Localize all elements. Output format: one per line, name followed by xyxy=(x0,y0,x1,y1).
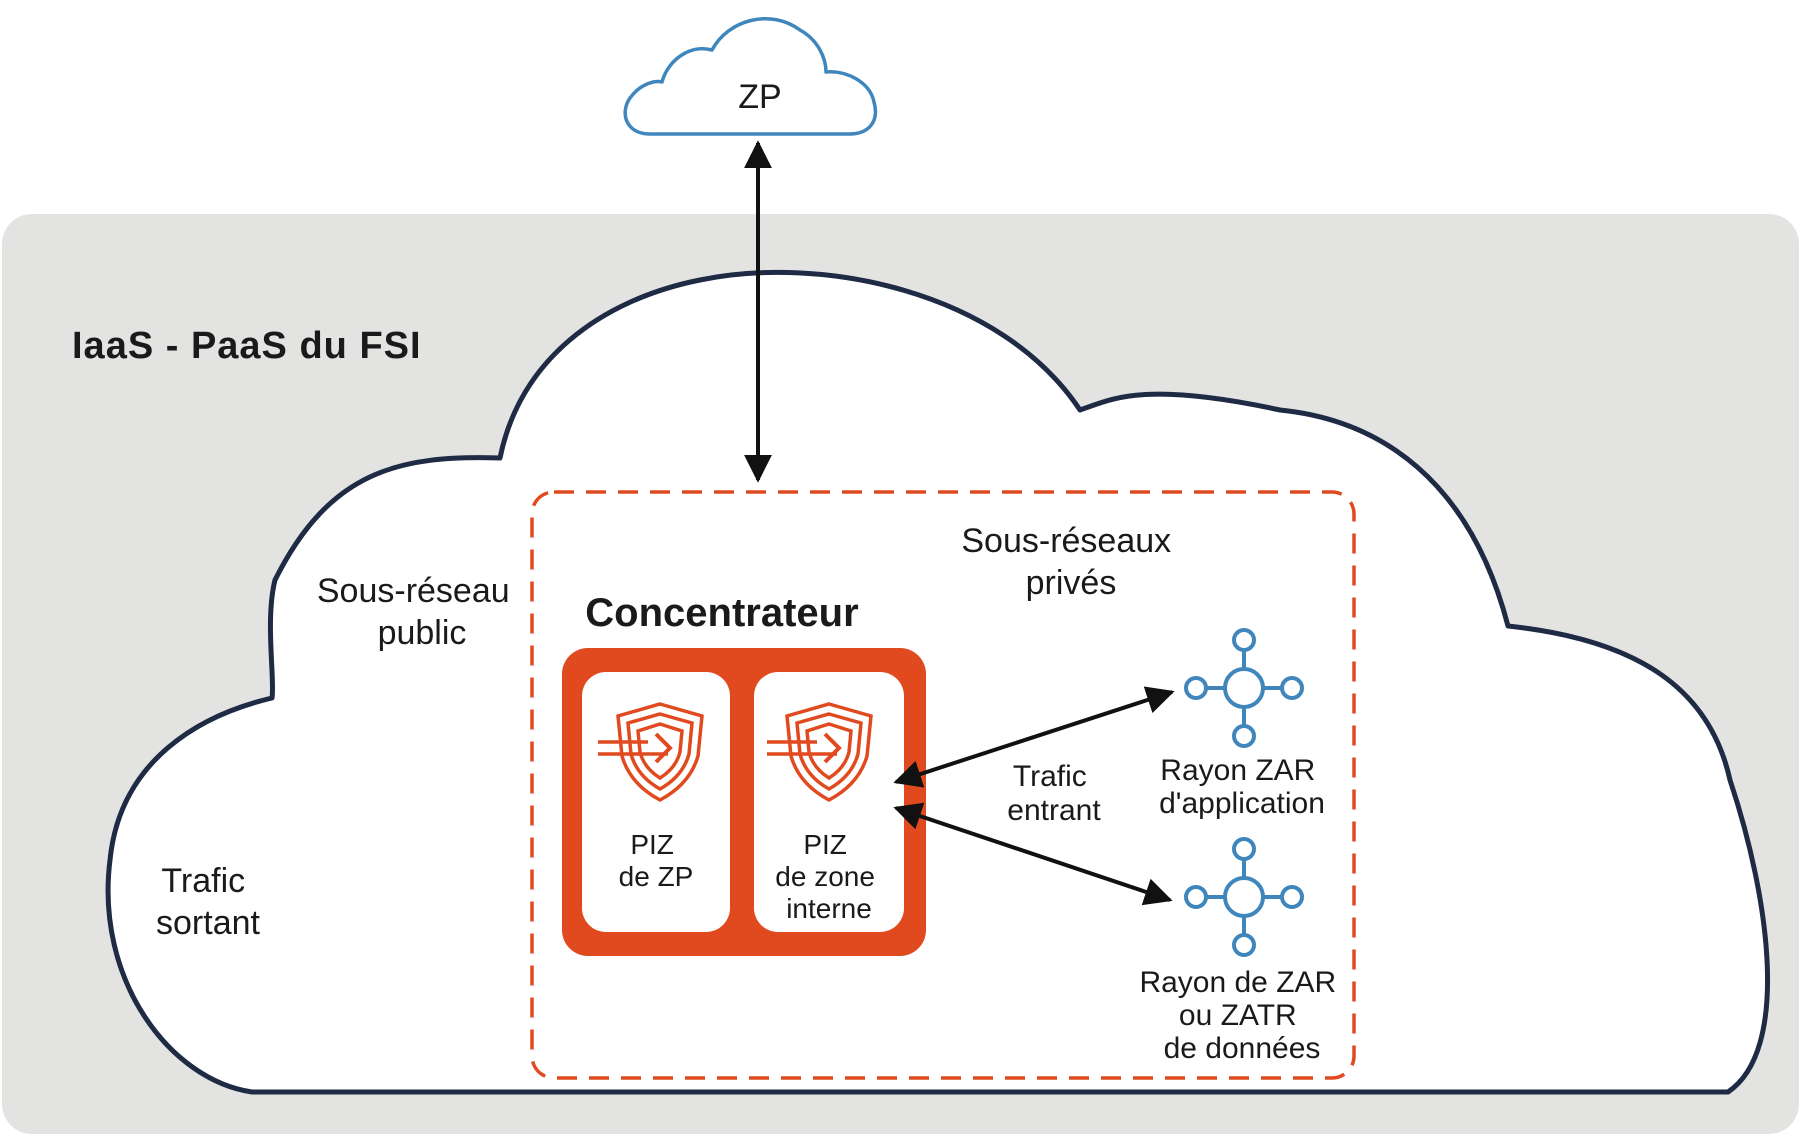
piz-internal-card xyxy=(754,672,904,932)
piz-zp-card xyxy=(582,672,730,932)
outbound-traffic-label: Trafic sortant xyxy=(156,862,260,942)
inbound-traffic-label: Trafic entrant xyxy=(1007,760,1101,827)
data-spoke-arrow xyxy=(893,802,1173,906)
public-subnet-label: Sous-réseau public xyxy=(317,572,519,652)
zp-label: ZP xyxy=(738,78,781,116)
hub-title: Concentrateur xyxy=(585,591,858,635)
app-spoke-label: Rayon ZAR d'application xyxy=(1159,754,1325,820)
private-subnets-boundary xyxy=(530,490,1356,1080)
piz-zp-label: PIZ de ZP xyxy=(619,829,694,892)
piz-internal-label: PIZ de zone interne xyxy=(775,829,882,924)
frame-title: IaaS - PaaS du FSI xyxy=(72,325,422,367)
app-spoke-arrow xyxy=(893,686,1175,788)
zp-cloud xyxy=(623,16,878,136)
data-spoke-label: Rayon de ZAR ou ZATR de données xyxy=(1139,966,1344,1065)
private-subnets-label: Sous-réseaux privés xyxy=(961,522,1180,602)
